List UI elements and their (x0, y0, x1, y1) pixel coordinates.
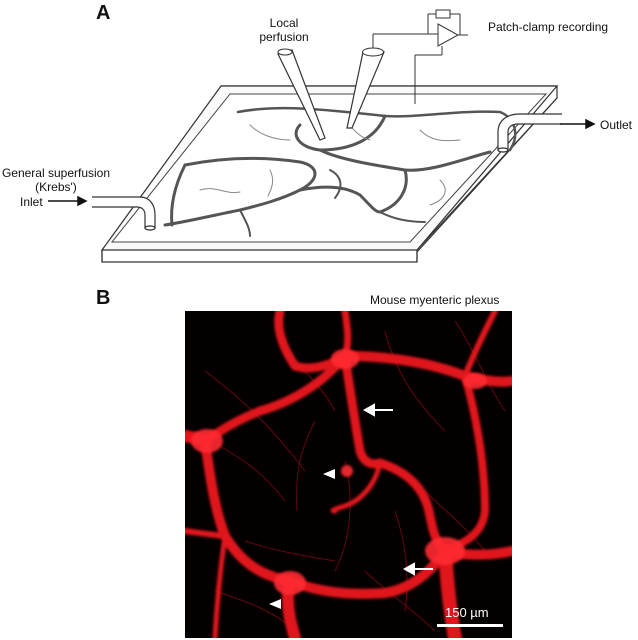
arrowhead-2 (269, 599, 281, 609)
inlet-label: Inlet (20, 195, 43, 209)
ganglion-cores (191, 349, 487, 595)
patch-clamp-label: Patch-clamp recording (488, 20, 609, 34)
recording-chamber-diagram (48, 9, 596, 263)
panel-a-letter: A (96, 2, 111, 24)
arrow-1 (362, 403, 393, 417)
local-perfusion-line2: perfusion (259, 30, 309, 44)
general-superfusion-line2: (Krebs') (35, 180, 77, 194)
outlet-arrow (560, 118, 596, 130)
scale-bar-label: 150 µm (445, 605, 489, 620)
panel-b-letter: B (96, 287, 111, 309)
general-superfusion-label: General superfusion (Krebs') (0, 166, 112, 194)
general-superfusion-line1: General superfusion (1, 166, 111, 180)
outlet-tube (497, 113, 562, 153)
micrograph-image (185, 311, 512, 638)
tissue-plexus (163, 106, 517, 237)
inlet-arrow (48, 195, 88, 207)
micrograph: 150 µm (185, 311, 512, 638)
local-perfusion-line1: Local (269, 16, 299, 30)
inlet-tube (92, 196, 156, 231)
scale-bar (437, 624, 503, 627)
arrowhead-1 (323, 469, 335, 479)
outlet-label: Outlet (600, 118, 633, 132)
chamber-inner-wall (110, 93, 548, 243)
local-perfusion-label: Local perfusion (254, 16, 314, 44)
arrow-2 (402, 562, 433, 576)
amplifier-icon (437, 23, 460, 47)
panel-b-title: Mouse myenteric plexus (370, 293, 500, 307)
amplifier-schematic (372, 9, 468, 104)
